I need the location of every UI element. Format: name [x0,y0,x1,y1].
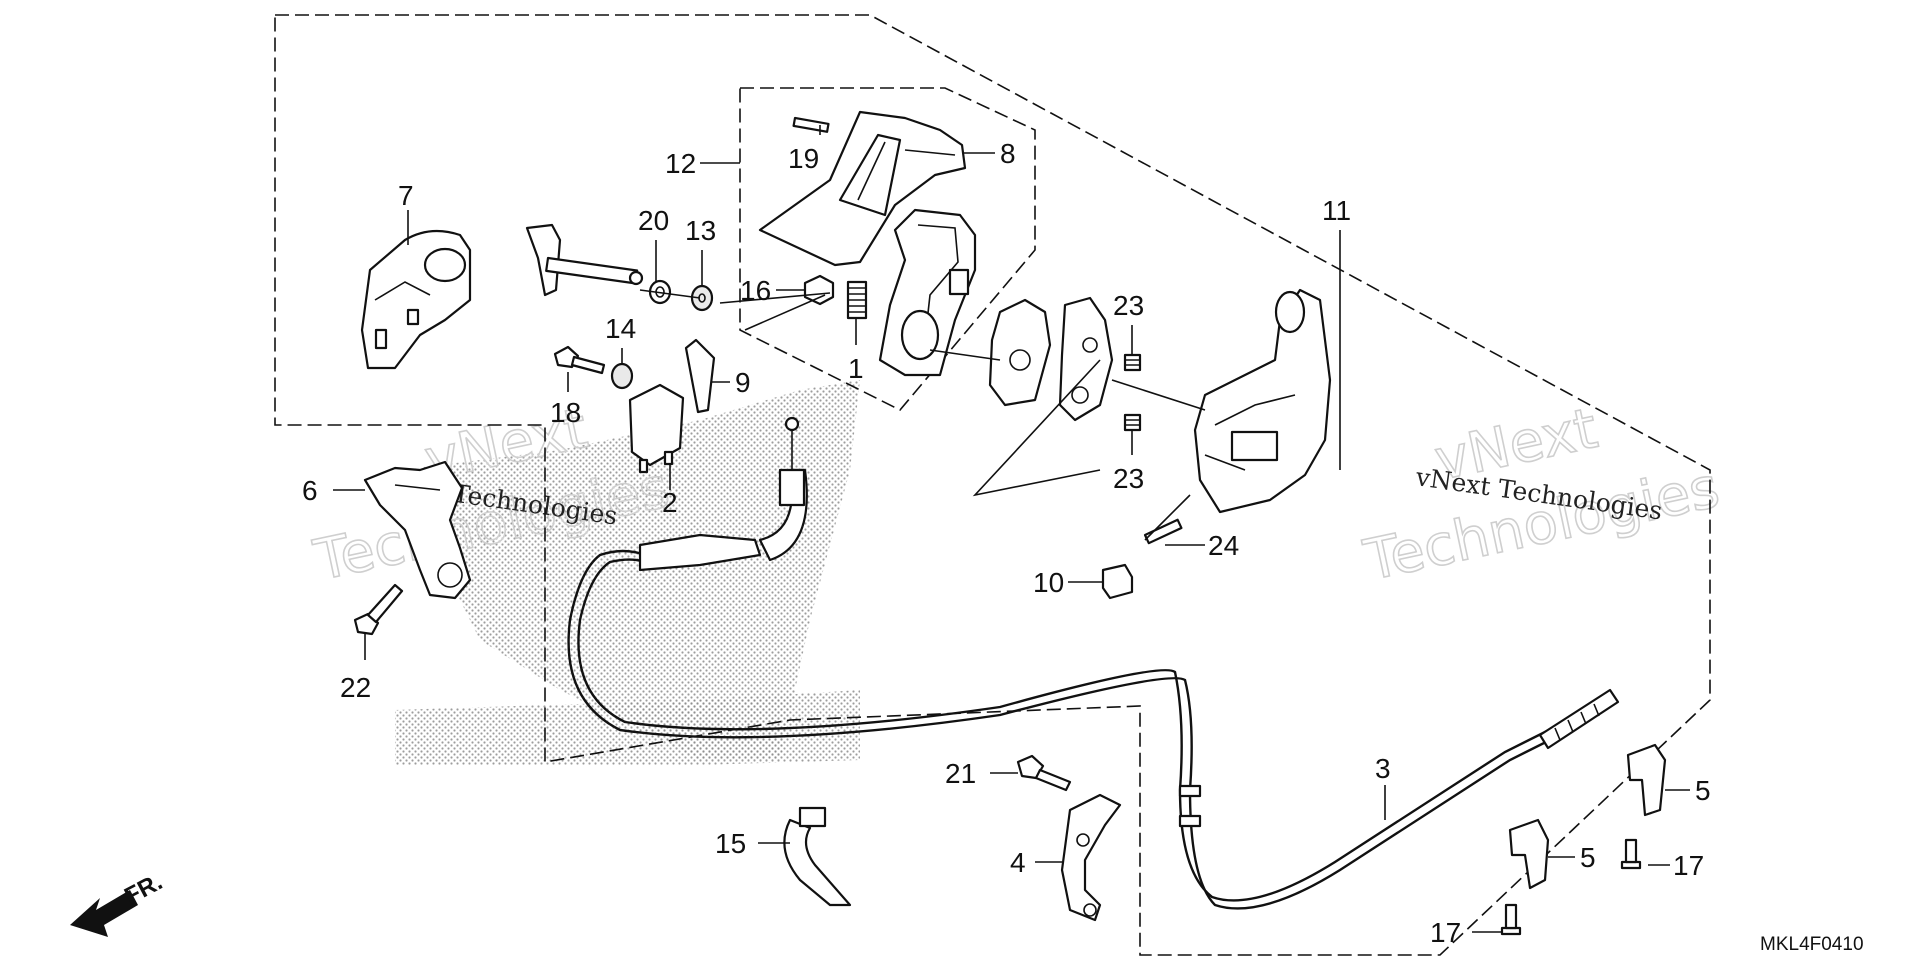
callout-labels: 1 2 3 4 5 5 6 7 8 9 10 11 12 13 14 15 16… [302,138,1711,948]
part-23-spring-upper [1123,353,1142,372]
part-18-bolt [553,345,606,375]
callout-11: 11 [1322,195,1351,226]
diagram-code: MKL4F0410 [1760,934,1864,955]
callout-18: 18 [550,397,581,428]
part-8-handle-knob [758,110,967,267]
callout-17-upper: 17 [1673,850,1704,881]
part-3-cable [567,416,1620,910]
part-17-screw-lower [1500,903,1522,936]
callout-23-upper: 23 [1113,290,1144,321]
callout-21: 21 [945,758,976,789]
part-cam [988,298,1052,407]
part-2-switch [628,383,685,474]
callout-1: 1 [848,353,864,384]
callout-16: 16 [740,275,771,306]
callout-8: 8 [1000,138,1016,169]
part-4-bracket [1060,793,1122,922]
part-17-screw-upper [1620,838,1642,870]
part-22-bolt [353,583,404,636]
callout-19: 19 [788,143,819,174]
part-19-roll-pin [792,116,830,133]
callout-13: 13 [685,215,716,246]
callout-15: 15 [715,828,746,859]
part-cam-plate [1058,296,1114,422]
callout-10: 10 [1033,567,1064,598]
callout-4: 4 [1010,847,1026,878]
part-handle-lever-body [878,208,977,377]
callout-6: 6 [302,475,318,506]
callout-20: 20 [638,205,669,236]
callout-2: 2 [662,487,678,518]
front-arrow-icon [70,890,138,937]
watermark-right: vNext Technologies vNext Technologies [1358,395,1726,594]
part-10-clip [1101,563,1134,600]
part-housing [1193,288,1332,514]
assembly-boundary-11 [274,14,1711,956]
part-14-washer [610,362,634,390]
part-24-pin [1143,518,1183,545]
part-16-nut [803,274,835,306]
part-handle-pin [525,223,644,297]
callout-5-upper: 5 [1695,775,1711,806]
callout-12: 12 [665,148,696,179]
callout-3: 3 [1375,753,1391,784]
callout-24: 24 [1208,530,1239,561]
part-5-clamp-upper [1626,743,1667,817]
part-9-bracket [684,338,716,414]
stipple-shadow [400,380,860,760]
callout-5-lower: 5 [1580,842,1596,873]
stipple-shadow-lower [395,690,860,765]
callout-22: 22 [340,672,371,703]
part-5-clamp-lower [1508,818,1550,890]
part-21-bolt [1016,754,1072,792]
callout-7: 7 [398,180,414,211]
watermark-big-technologies-right: Technologies [1358,455,1724,594]
part-15-band [783,806,852,907]
callout-14: 14 [605,313,636,344]
front-direction-marker: FR. [70,868,167,937]
part-23-spring-lower [1123,413,1142,432]
part-7-lever-cover [360,229,472,370]
part-6-stay [363,460,472,600]
assembly-boundary-12 [739,87,1036,411]
callout-17-lower: 17 [1430,917,1461,948]
callout-9: 9 [735,367,751,398]
leader-lines [333,125,1690,933]
assembly-lines [639,289,1206,541]
callout-23-lower: 23 [1113,463,1144,494]
part-1-spring [846,280,868,320]
